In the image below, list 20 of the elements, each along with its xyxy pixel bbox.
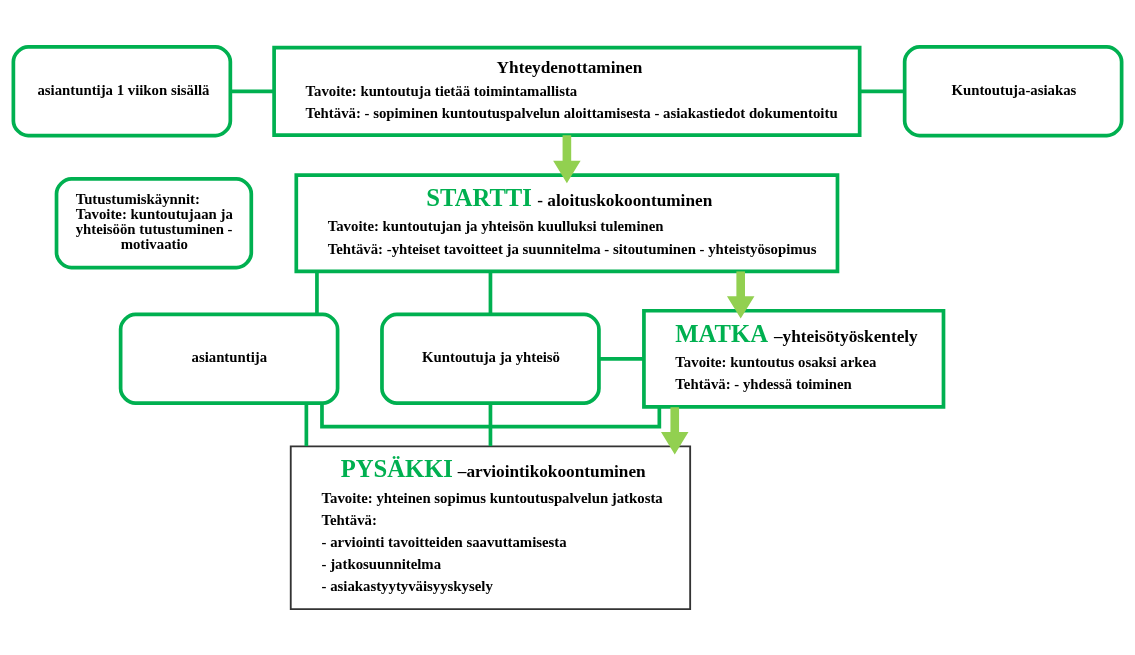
node-box: asiantuntija 1 viikon sisällä bbox=[11, 44, 233, 138]
connector bbox=[320, 402, 662, 428]
node-box: MATKA –yhteisötyöskentely Tavoite: kuntoutus osaksi arkea Tehtävä: - yhdessä toiminen bbox=[642, 308, 946, 409]
node-box: PYSÄKKI –arviointikokoontuminen Tavoite: yhteinen sopimus kuntoutuspalvelun jatkosta Tehtävä: - arviointi tavoitteiden saavuttamisesta - jatkosuunnitelma - asiakastyytyväisyyskysely bbox=[289, 444, 692, 610]
connector bbox=[315, 270, 319, 314]
connector bbox=[599, 356, 644, 361]
arrow bbox=[726, 270, 755, 319]
arrow bbox=[553, 134, 581, 183]
node-box: Kuntoutuja ja yhteisö bbox=[380, 312, 601, 405]
connector bbox=[488, 403, 493, 446]
node-box: Yhteydenottaminen Tavoite: kuntoutuja tietää toimintamallista Tehtävä: - sopiminen kuntoutuspalvelun aloittamisesta - asiakastiedot dokumentoitu bbox=[272, 45, 862, 137]
connector bbox=[230, 88, 275, 93]
node-box: Tutustumiskäynnit: Tavoite: kuntoutujaan ja yhteisöön tutustuminen - motivaatio bbox=[54, 176, 254, 269]
node-box: STARTTI - aloituskokoontuminen Tavoite: kuntoutujan ja yhteisön kuulluksi tuleminen Tehtävä: -yhteiset tavoitteet ja suunnitelma - sitoutuminen - yhteistyösopimus bbox=[294, 172, 840, 273]
arrow bbox=[661, 406, 689, 454]
node-box: Kuntoutuja-asiakas bbox=[902, 44, 1124, 138]
connector bbox=[488, 270, 493, 314]
node-box: asiantuntija bbox=[118, 312, 340, 405]
connector bbox=[859, 88, 905, 93]
connector bbox=[304, 403, 309, 446]
